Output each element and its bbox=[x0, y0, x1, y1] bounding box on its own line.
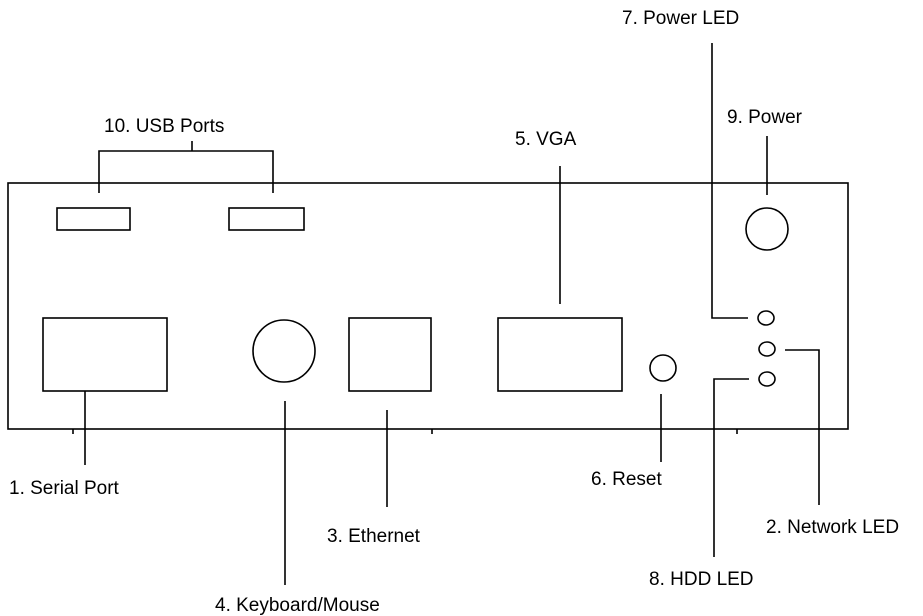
vga-port bbox=[497, 317, 623, 392]
hdd-led bbox=[758, 371, 776, 387]
ethernet-label: 3. Ethernet bbox=[327, 526, 421, 547]
power-button bbox=[745, 207, 789, 251]
usb-ports-leader bbox=[98, 150, 274, 193]
serial-port bbox=[42, 317, 168, 392]
ethernet-port bbox=[348, 317, 432, 392]
keyboard-mouse-port bbox=[252, 319, 316, 383]
network-led-leader bbox=[785, 349, 820, 505]
power-label: 9. Power bbox=[727, 107, 803, 128]
hdd-led-label: 8. HDD LED bbox=[649, 569, 754, 590]
panel-bottom-ticks bbox=[72, 429, 738, 434]
usb-port-right bbox=[228, 207, 305, 231]
network-led bbox=[758, 341, 776, 357]
power-led bbox=[757, 310, 775, 326]
vga-label: 5. VGA bbox=[515, 129, 577, 150]
hdd-led-leader bbox=[713, 378, 749, 557]
keyboard-mouse-label: 4. Keyboard/Mouse bbox=[215, 595, 380, 616]
usb-ports-label: 10. USB Ports bbox=[104, 116, 224, 137]
reset-label: 6. Reset bbox=[591, 469, 662, 490]
power-led-label: 7. Power LED bbox=[622, 8, 739, 29]
usb-port-left bbox=[56, 207, 131, 231]
network-led-label: 2. Network LED bbox=[766, 517, 899, 538]
reset-button bbox=[649, 354, 677, 382]
serial-port-label: 1. Serial Port bbox=[9, 478, 120, 499]
power-led-leader bbox=[711, 43, 748, 319]
chassis-panel bbox=[7, 182, 849, 430]
